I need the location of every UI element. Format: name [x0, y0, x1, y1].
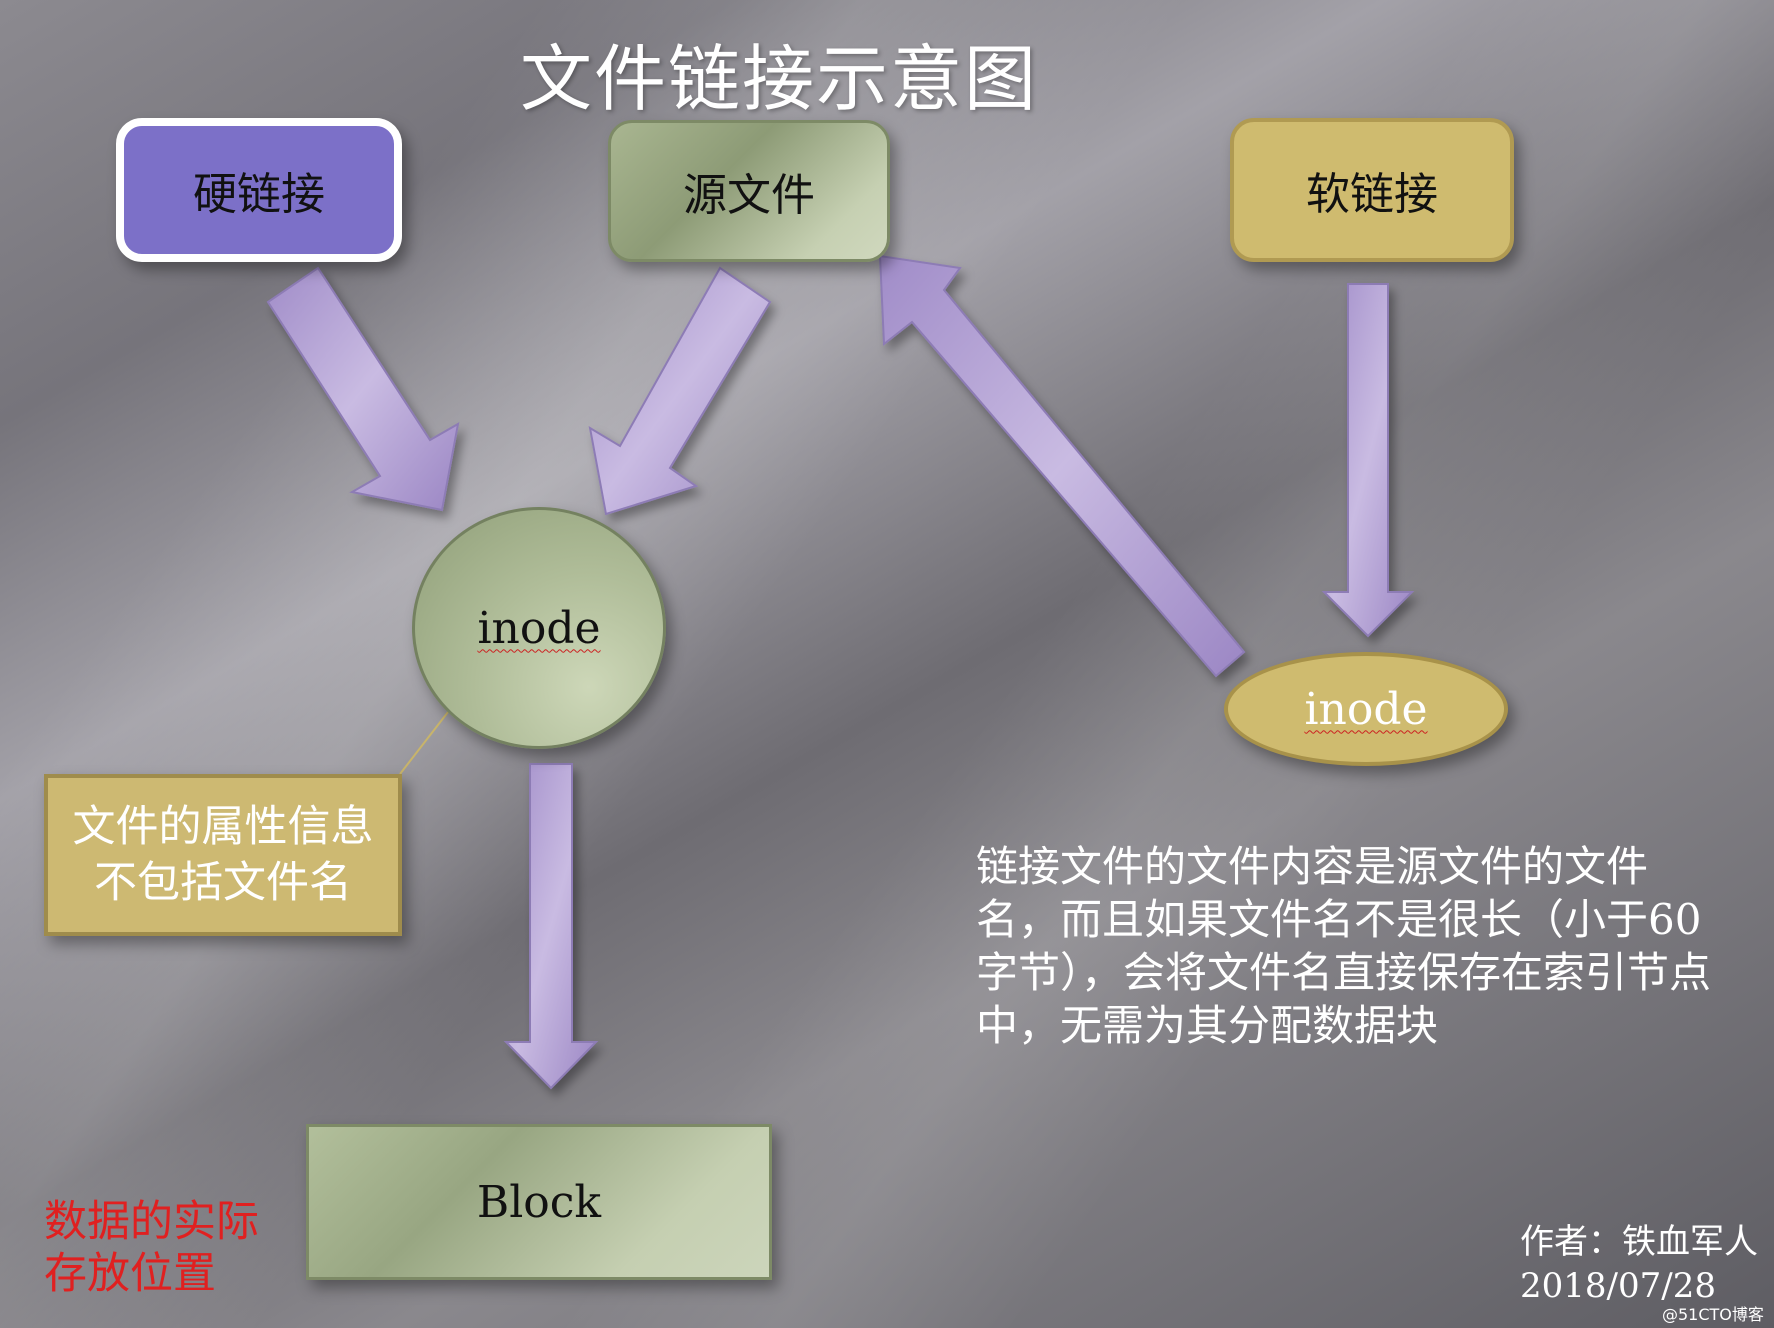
- block-note: 数据的实际 存放位置: [44, 1196, 284, 1300]
- source-file-node: 源文件: [608, 120, 890, 262]
- callout-connector: [399, 711, 449, 775]
- inode-node: inode: [412, 507, 666, 749]
- page-title: 文件链接示意图: [520, 37, 1039, 121]
- author-name: 作者：铁血军人: [1520, 1222, 1758, 1262]
- block-note-line-1: 数据的实际: [44, 1197, 259, 1247]
- arrow-soft-inode-to-source: [878, 254, 1246, 678]
- soft-link-label: 软链接: [1306, 169, 1438, 220]
- soft-inode-label: inode: [1304, 683, 1428, 735]
- arrow-soft-to-inode: [1321, 283, 1415, 638]
- author-date: 2018/07/28: [1520, 1266, 1716, 1306]
- block-note-line-2: 存放位置: [44, 1249, 216, 1299]
- inode-callout-box: 文件的属性信息 不包括文件名: [44, 774, 402, 936]
- arrow-source-to-inode: [588, 266, 772, 516]
- callout-line-2: 不包括文件名: [94, 858, 352, 908]
- arrow-hard-to-inode: [266, 266, 460, 512]
- arrow-inode-to-block: [503, 763, 599, 1090]
- author-info: 作者：铁血军人 2018/07/28: [1520, 1220, 1770, 1308]
- source-file-label: 源文件: [683, 170, 815, 221]
- soft-link-node: 软链接: [1230, 118, 1514, 262]
- soft-link-description: 链接文件的文件内容是源文件的文件名，而且如果文件名不是很长（小于60字节），会将…: [976, 842, 1712, 1050]
- soft-inode-node: inode: [1224, 652, 1508, 766]
- hard-link-node: 硬链接: [116, 118, 402, 262]
- watermark: @51CTO博客: [1662, 1305, 1764, 1324]
- hard-link-label: 硬链接: [193, 169, 325, 220]
- callout-line-1: 文件的属性信息: [72, 802, 374, 852]
- inode-label: inode: [477, 602, 601, 654]
- block-label: Block: [476, 1176, 602, 1228]
- block-node: Block: [306, 1124, 772, 1280]
